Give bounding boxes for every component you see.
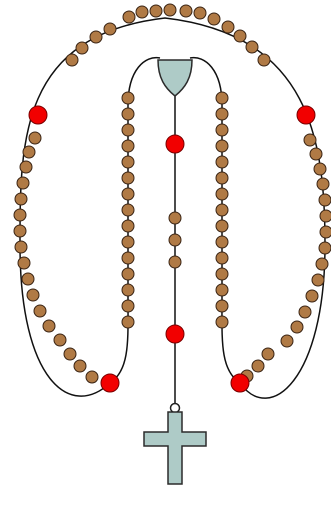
small-bead	[163, 3, 177, 17]
small-bead	[215, 251, 229, 265]
small-bead	[73, 359, 87, 373]
small-bead	[316, 177, 330, 191]
small-bead	[17, 256, 31, 270]
small-bead	[318, 241, 331, 255]
small-bead	[13, 224, 27, 238]
outer-loop-string	[19, 17, 326, 399]
small-bead	[290, 320, 304, 334]
small-bead	[28, 131, 42, 145]
small-bead	[121, 123, 135, 137]
small-bead	[33, 304, 47, 318]
small-bead	[305, 289, 319, 303]
small-bead	[245, 40, 259, 54]
small-bead	[121, 283, 135, 297]
small-bead	[313, 162, 327, 176]
small-bead	[311, 273, 325, 287]
small-bead	[193, 6, 207, 20]
small-bead	[215, 219, 229, 233]
small-bead	[215, 91, 229, 105]
small-bead	[122, 10, 136, 24]
small-bead	[303, 133, 317, 147]
large-beads	[28, 105, 316, 393]
small-bead	[215, 187, 229, 201]
small-bead	[121, 235, 135, 249]
small-bead	[26, 288, 40, 302]
large-bead	[230, 373, 250, 393]
small-bead	[215, 299, 229, 313]
crucifix	[143, 402, 207, 485]
small-bead	[319, 225, 331, 239]
small-bead	[75, 41, 89, 55]
small-bead	[215, 203, 229, 217]
small-bead	[21, 272, 35, 286]
crucifix-ring	[169, 402, 181, 414]
crucifix-body	[143, 411, 207, 485]
small-bead	[149, 4, 163, 18]
small-bead	[121, 187, 135, 201]
small-bead	[19, 160, 33, 174]
small-bead	[215, 315, 229, 329]
small-bead	[168, 255, 182, 269]
small-bead	[42, 319, 56, 333]
small-bead	[63, 347, 77, 361]
small-bead	[121, 91, 135, 105]
small-bead	[14, 192, 28, 206]
small-bead	[233, 29, 247, 43]
small-bead	[16, 176, 30, 190]
centerpiece	[157, 59, 193, 97]
small-bead	[215, 123, 229, 137]
small-bead	[22, 145, 36, 159]
small-bead	[65, 53, 79, 67]
small-bead	[168, 233, 182, 247]
small-bead	[14, 240, 28, 254]
small-bead	[121, 155, 135, 169]
small-bead	[121, 251, 135, 265]
small-bead	[215, 107, 229, 121]
small-bead	[280, 334, 294, 348]
small-bead	[121, 267, 135, 281]
small-bead	[207, 12, 221, 26]
large-bead	[165, 134, 185, 154]
small-bead	[215, 235, 229, 249]
small-bead	[319, 209, 331, 223]
small-bead	[298, 305, 312, 319]
small-bead	[179, 4, 193, 18]
small-bead	[261, 347, 275, 361]
large-bead	[165, 324, 185, 344]
small-bead	[251, 359, 265, 373]
small-bead	[318, 193, 331, 207]
small-bead	[315, 257, 329, 271]
small-bead	[215, 267, 229, 281]
small-bead	[121, 203, 135, 217]
small-bead	[103, 22, 117, 36]
small-bead	[168, 211, 182, 225]
small-bead	[257, 53, 271, 67]
large-bead	[100, 373, 120, 393]
small-bead	[121, 219, 135, 233]
small-bead	[121, 299, 135, 313]
large-bead	[28, 105, 48, 125]
small-bead	[53, 333, 67, 347]
small-bead	[135, 5, 149, 19]
small-bead	[85, 370, 99, 384]
small-beads	[13, 3, 331, 384]
small-bead	[121, 315, 135, 329]
small-bead	[121, 171, 135, 185]
small-bead	[215, 283, 229, 297]
small-bead	[309, 147, 323, 161]
small-bead	[89, 30, 103, 44]
small-bead	[215, 139, 229, 153]
small-bead	[215, 171, 229, 185]
small-bead	[121, 139, 135, 153]
small-bead	[121, 107, 135, 121]
small-bead	[215, 155, 229, 169]
large-bead	[296, 105, 316, 125]
small-bead	[221, 20, 235, 34]
small-bead	[13, 208, 27, 222]
